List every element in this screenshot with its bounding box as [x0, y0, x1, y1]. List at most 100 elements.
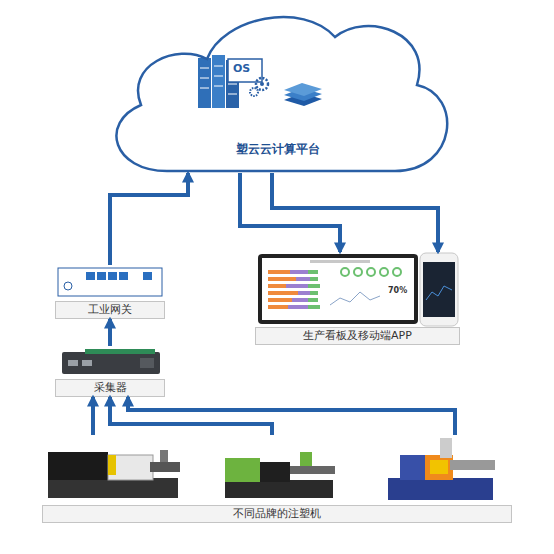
- os-icon-text: OS: [233, 62, 250, 75]
- flow-arrow: [272, 173, 438, 252]
- collector-device: [62, 352, 160, 374]
- injection-machine: [425, 455, 453, 480]
- dashboard-group: 生产看板及移动端APP: [255, 252, 460, 345]
- gateway-device: [143, 272, 152, 280]
- injection-machine: [48, 478, 178, 498]
- injection-machine: [450, 460, 495, 470]
- dashboard-tablet: [330, 292, 380, 305]
- gateway-device: [108, 272, 117, 280]
- dashboard-tablet: [258, 254, 418, 324]
- dashboard-tablet: [367, 268, 375, 276]
- injection-machine: [260, 462, 290, 482]
- dashboard-tablet: [308, 305, 320, 309]
- flow-arrow: [91, 397, 95, 435]
- injection-machine: [225, 458, 260, 482]
- dashboard-tablet: [268, 277, 296, 281]
- injection-machine: [388, 438, 495, 500]
- cloud-platform: 塑云云计算平台: [95, 5, 460, 173]
- server-icon: [200, 88, 209, 89]
- dashboard-tablet: [268, 270, 290, 274]
- gateway-device: [119, 272, 128, 280]
- server-icon: [200, 68, 209, 69]
- dashboard-tablet: [354, 268, 362, 276]
- server-icon: [228, 84, 237, 85]
- flow-arrow: [128, 397, 455, 435]
- node-label-band: 生产看板及移动端APP: [255, 327, 460, 345]
- gateway-device: [58, 268, 162, 296]
- node-label-band: 采集器: [55, 379, 165, 397]
- flow-arrow: [110, 397, 272, 435]
- dashboard-tablet: [310, 291, 318, 295]
- mobile-phone: [420, 253, 458, 326]
- gateway-device: [97, 272, 106, 280]
- dashboard-tablet: [310, 260, 370, 263]
- dashboard-tablet: [296, 277, 310, 281]
- gateway-device: [64, 282, 72, 290]
- dashboard-tablet: [310, 277, 318, 281]
- dashboard-tablet: [308, 284, 320, 288]
- injection-machine: [225, 452, 335, 498]
- gateway-device: [86, 272, 95, 280]
- flow-arrow: [110, 173, 188, 265]
- mobile-phone: [426, 286, 452, 300]
- dashboard-tablet: [288, 305, 308, 309]
- os-window-icon: [250, 88, 258, 96]
- injection-machine: [160, 450, 168, 462]
- server-icon: [228, 94, 237, 95]
- injection-machine: [48, 452, 108, 480]
- injection-machine: [225, 480, 333, 498]
- collector-device: [62, 349, 160, 374]
- server-icon: [212, 55, 225, 108]
- dashboard-tablet: [268, 284, 286, 288]
- os-window-icon: [228, 59, 268, 96]
- dashboard-tablet: [268, 298, 292, 302]
- dashboard-tablet: [341, 268, 349, 276]
- flow-arrow: [108, 319, 112, 346]
- data-stack-icon: [284, 83, 322, 96]
- dashboard-tablet: [258, 254, 418, 324]
- dashboard-tablet: [308, 270, 318, 274]
- flow-arrow: [240, 173, 340, 252]
- node-label-band: 不同品牌的注塑机: [42, 505, 512, 523]
- collector-device: [68, 360, 78, 366]
- collector-box: 采集器: [55, 346, 165, 397]
- injection-machine: [290, 466, 335, 474]
- server-icon: [214, 76, 223, 77]
- node-label-band: 工业网关: [55, 301, 165, 319]
- gateway-device: [58, 268, 162, 296]
- dashboard-tablet: [268, 305, 288, 309]
- server-icon: [214, 86, 223, 87]
- dashboard-tablet: [380, 268, 388, 276]
- dashboard-tablet: [298, 291, 310, 295]
- injection-machine: [440, 438, 452, 458]
- collector-device: [82, 360, 92, 366]
- mobile-phone: [423, 262, 455, 317]
- injection-machine: [108, 455, 153, 480]
- dashboard-tablet: [286, 284, 308, 288]
- machine-band: 不同品牌的注塑机: [42, 435, 512, 523]
- injection-machine: [388, 478, 493, 500]
- dashboard-tablet: [292, 298, 308, 302]
- platform-title: 塑云云计算平台: [95, 141, 460, 159]
- os-window-icon: [228, 59, 262, 82]
- dashboard-tablet: [393, 268, 401, 276]
- collector-device: [140, 358, 154, 368]
- server-icon: [198, 58, 211, 108]
- injection-machine: [430, 460, 448, 474]
- os-window-icon: [256, 78, 268, 90]
- injection-machine: [150, 462, 180, 472]
- server-icon: [214, 66, 223, 67]
- mobile-phone: [420, 253, 458, 326]
- dashboard-tablet: [290, 270, 308, 274]
- injection-machine: [400, 455, 425, 480]
- dashboard-tablet: [268, 291, 298, 295]
- dashboard-tablet: [308, 298, 318, 302]
- collector-device: [85, 349, 155, 354]
- injection-machine: [108, 455, 116, 475]
- server-icon: [200, 78, 209, 79]
- injection-machine: [48, 450, 180, 498]
- data-stack-icon: [284, 83, 322, 106]
